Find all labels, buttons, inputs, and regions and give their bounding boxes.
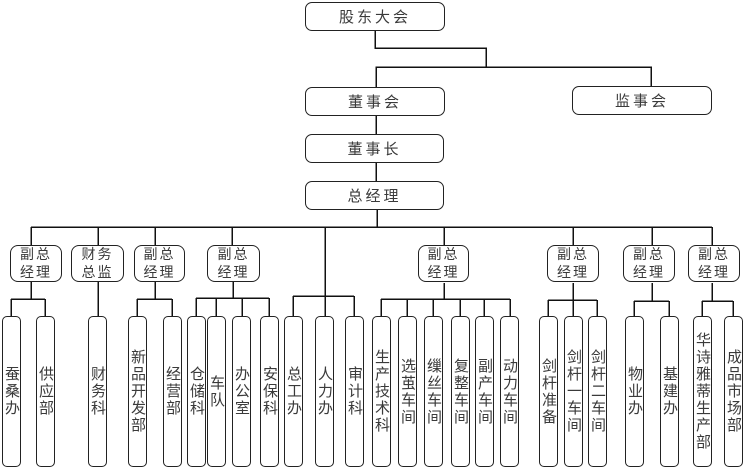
node-label: 成品市场部 <box>725 349 743 434</box>
department-node: 新品开发部 <box>128 316 147 467</box>
node-label: 基建办 <box>661 366 679 417</box>
connector-line <box>195 282 270 316</box>
node-label: 华诗雅蒂生产部 <box>694 332 712 451</box>
node-label: 办公室 <box>233 366 251 417</box>
department-node: 生产技术科 <box>372 316 391 467</box>
node-label: 剑杆准备 <box>540 357 558 426</box>
node-label: 缫丝车间 <box>425 357 443 426</box>
department-node: 动力车间 <box>500 316 519 467</box>
connector-line <box>380 283 511 316</box>
department-node: 人力办 <box>315 316 334 467</box>
node-label: 总工办 <box>285 366 303 417</box>
chairman-node: 董事长 <box>305 134 444 163</box>
node-label: 复整车间 <box>452 357 470 426</box>
unit-head-node: 财务总监 <box>71 245 124 282</box>
board-of-supervisors-node: 监事会 <box>572 86 712 115</box>
unit-head-node: 副总经理 <box>418 245 469 282</box>
node-label: 副总经理 <box>143 246 176 281</box>
node-label: 车队 <box>208 374 226 409</box>
node-label: 监事会 <box>614 92 669 110</box>
node-label: 财务总监 <box>81 246 114 281</box>
node-label: 生产技术科 <box>373 349 391 434</box>
node-label: 蚕桑办 <box>3 366 21 417</box>
connector-line <box>374 31 487 67</box>
node-label: 副总经理 <box>20 246 52 281</box>
unit-head-node: 副总经理 <box>623 245 675 282</box>
connector-line <box>136 282 173 316</box>
unit-head-node: 副总经理 <box>10 245 62 282</box>
node-label: 供应部 <box>37 366 55 417</box>
department-node: 剑杆准备 <box>539 316 558 467</box>
department-node: 总工办 <box>284 316 303 467</box>
unit-head-node: 副总经理 <box>134 245 185 282</box>
unit-head-node: 副总经理 <box>547 245 599 282</box>
department-node: 华诗雅蒂生产部 <box>693 316 712 467</box>
node-label: 剑杆一车间 <box>565 349 583 434</box>
node-label: 选茧车间 <box>399 357 417 426</box>
general-manager-node: 总经理 <box>305 181 444 210</box>
node-label: 副总经理 <box>427 246 460 281</box>
department-node: 安保科 <box>260 316 279 467</box>
department-node: 财务科 <box>88 316 107 467</box>
department-node: 副产车间 <box>475 316 494 467</box>
node-label: 物业办 <box>626 366 644 417</box>
department-node: 供应部 <box>36 316 55 467</box>
department-node: 成品市场部 <box>724 316 743 467</box>
node-label: 副产车间 <box>476 357 494 426</box>
node-label: 财务科 <box>89 366 107 417</box>
connector-line <box>633 283 670 316</box>
department-node: 车队 <box>207 316 226 467</box>
shareholders-meeting-node: 股东大会 <box>305 2 445 31</box>
department-node: 办公室 <box>232 316 251 467</box>
department-node: 审计科 <box>345 316 364 467</box>
node-label: 剑杆二车间 <box>589 349 607 434</box>
department-node: 基建办 <box>660 316 679 467</box>
connector-line <box>375 66 652 87</box>
department-node: 物业办 <box>625 316 644 467</box>
node-label: 人力办 <box>316 366 334 417</box>
department-node: 剑杆二车间 <box>588 316 607 467</box>
connector-line <box>30 227 713 245</box>
department-node: 经营部 <box>163 316 182 467</box>
board-of-directors-node: 董事会 <box>305 87 445 116</box>
department-node: 剑杆一车间 <box>564 316 583 467</box>
node-label: 副总经理 <box>633 246 665 281</box>
department-node: 复整车间 <box>451 316 470 467</box>
node-label: 副总经理 <box>217 246 250 281</box>
node-label: 安保科 <box>261 366 279 417</box>
department-node: 缫丝车间 <box>424 316 443 467</box>
node-label: 新品开发部 <box>129 349 147 434</box>
department-node: 蚕桑办 <box>2 316 21 467</box>
connector-line <box>547 283 598 316</box>
node-label: 副总经理 <box>557 246 589 281</box>
node-label: 股东大会 <box>338 8 411 26</box>
node-label: 董事长 <box>347 140 402 158</box>
department-node: 选茧车间 <box>398 316 417 467</box>
connector-line <box>10 282 46 316</box>
connector-line <box>292 227 355 316</box>
department-node: 仓储科 <box>187 316 206 467</box>
node-label: 审计科 <box>346 366 364 417</box>
node-label: 副总经理 <box>698 246 730 281</box>
node-label: 董事会 <box>347 93 402 111</box>
node-label: 动力车间 <box>501 357 519 426</box>
node-label: 仓储科 <box>188 366 206 417</box>
unit-head-node: 副总经理 <box>688 245 740 282</box>
node-label: 总经理 <box>347 187 402 205</box>
connector-line <box>701 283 734 316</box>
unit-head-node: 副总经理 <box>207 245 260 282</box>
node-label: 经营部 <box>164 366 182 417</box>
